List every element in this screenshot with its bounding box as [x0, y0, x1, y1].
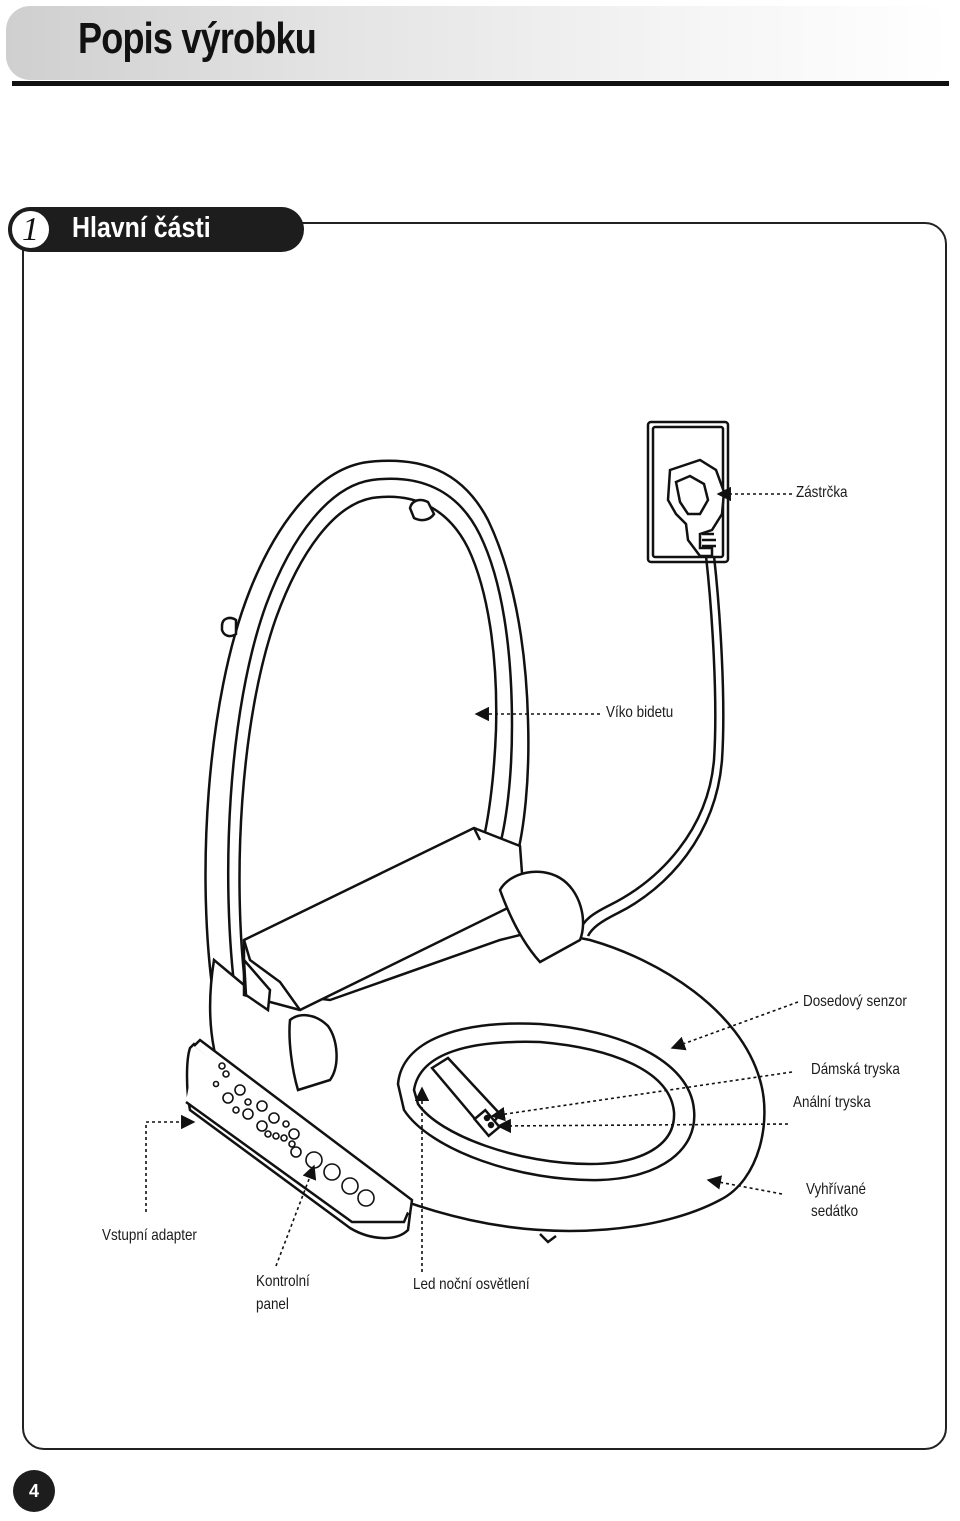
seat-body: [208, 826, 766, 1244]
callout-lid: Víko bidetu: [606, 704, 674, 721]
callout-control-panel-line2: panel: [256, 1296, 289, 1313]
callout-plug: Zástrčka: [796, 484, 848, 501]
callout-lady-nozzle: Dámská tryska: [811, 1061, 900, 1078]
section-heading-pill: [8, 207, 304, 252]
leader-lady-nozzle: [490, 1071, 793, 1122]
callout-control-panel-line1: Kontrolní: [256, 1273, 310, 1290]
leader-anal-nozzle: [496, 1118, 789, 1134]
leader-input-adapter: [145, 1114, 196, 1212]
page-number: 4: [13, 1470, 55, 1512]
illustration-frame: [22, 222, 947, 1450]
side-control-panel: [185, 1038, 414, 1240]
header-bar: [6, 6, 950, 80]
section-number: 1: [10, 209, 51, 250]
callout-seat-sensor: Dosedový senzor: [803, 993, 907, 1010]
callout-anal-nozzle: Anální tryska: [793, 1094, 871, 1111]
leader-seat-sensor: [670, 1001, 799, 1051]
callout-input-adapter: Vstupní adapter: [102, 1227, 197, 1244]
leader-heated-seat: [706, 1175, 783, 1195]
bidet-lid: [204, 459, 530, 1001]
section-title: Hlavní části: [72, 212, 211, 244]
callout-leaders: [145, 486, 799, 1272]
page-title: Popis výrobku: [78, 14, 317, 63]
callout-heated-seat-line2: sedátko: [811, 1203, 859, 1220]
power-cable: [578, 555, 717, 931]
power-plug: [666, 458, 726, 558]
callout-night-light: Led noční osvětlení: [413, 1276, 530, 1293]
callout-heated-seat-line1: Vyhřívané: [806, 1181, 867, 1198]
header-divider: [12, 81, 949, 86]
